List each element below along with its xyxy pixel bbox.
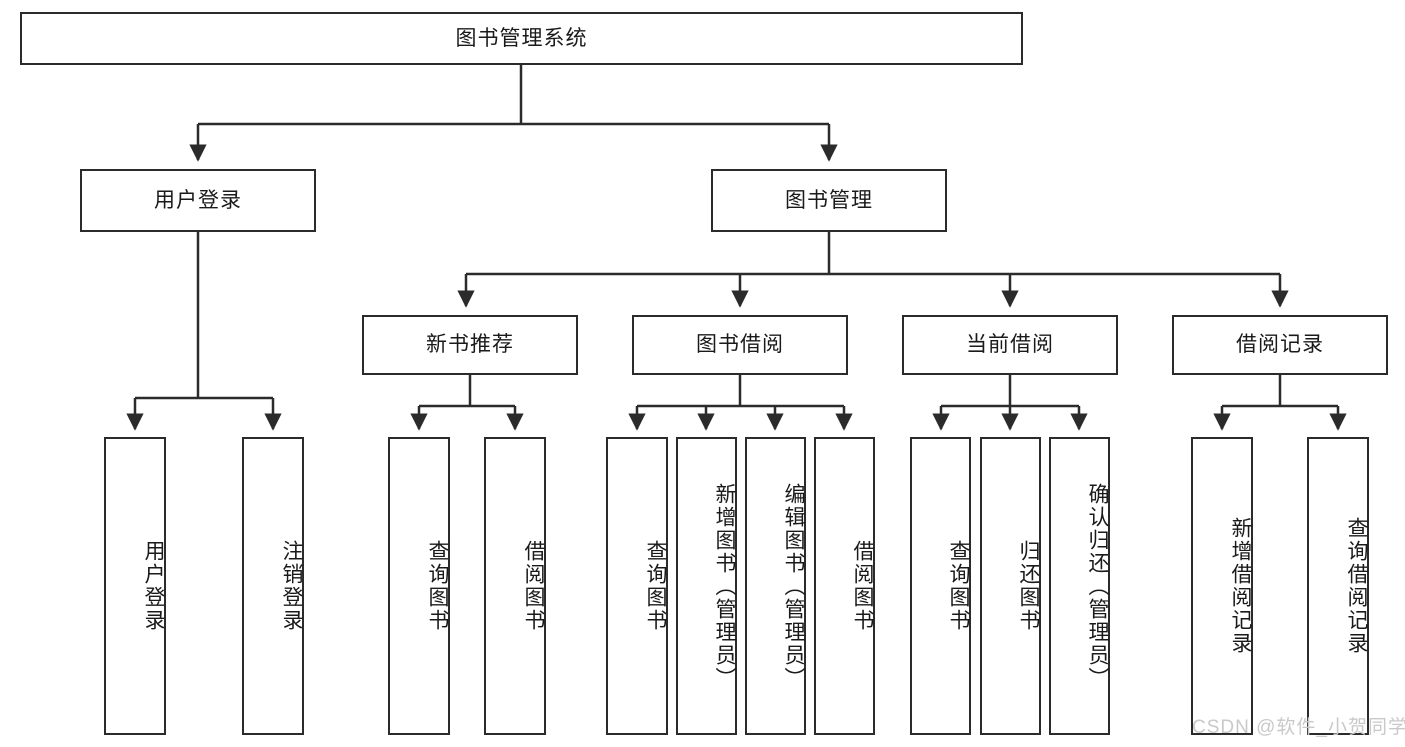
node-book-manage[interactable]: 图书管理 [711, 169, 947, 232]
node-leaf-query-book-2-label: 查询图书 [644, 540, 667, 632]
node-borrow-record-label: 借阅记录 [1236, 333, 1324, 357]
node-leaf-user-logout[interactable]: 注销登录 [242, 437, 304, 735]
node-new-book-rec-label: 新书推荐 [426, 333, 514, 357]
node-leaf-query-record[interactable]: 查询借阅记录 [1307, 437, 1369, 735]
node-leaf-user-logout-label: 注销登录 [280, 540, 303, 632]
node-leaf-add-record-label: 新增借阅记录 [1229, 517, 1252, 655]
node-book-borrow[interactable]: 图书借阅 [632, 315, 848, 375]
node-leaf-add-record[interactable]: 新增借阅记录 [1191, 437, 1253, 735]
node-leaf-user-login[interactable]: 用户登录 [104, 437, 166, 735]
node-current-borrow[interactable]: 当前借阅 [902, 315, 1118, 375]
node-book-borrow-label: 图书借阅 [696, 333, 784, 357]
node-root[interactable]: 图书管理系统 [20, 12, 1023, 65]
node-leaf-borrow-book-2-label: 借阅图书 [851, 540, 874, 632]
node-leaf-edit-book[interactable]: 编辑图书（管理员） [745, 437, 806, 735]
node-borrow-record[interactable]: 借阅记录 [1172, 315, 1388, 375]
node-leaf-add-book[interactable]: 新增图书（管理员） [676, 437, 737, 735]
node-leaf-query-record-label: 查询借阅记录 [1345, 517, 1368, 655]
node-leaf-edit-book-label: 编辑图书（管理员） [782, 482, 805, 690]
node-leaf-confirm-return[interactable]: 确认归还（管理员） [1049, 437, 1110, 735]
csdn-watermark: CSDN @软件_小贺同学 [1192, 717, 1405, 738]
node-book-manage-label: 图书管理 [785, 188, 873, 212]
node-leaf-query-book-3[interactable]: 查询图书 [910, 437, 971, 735]
node-leaf-confirm-return-label: 确认归还（管理员） [1086, 482, 1109, 690]
node-leaf-return-book-label: 归还图书 [1017, 540, 1040, 632]
node-root-label: 图书管理系统 [455, 26, 588, 50]
node-leaf-borrow-book-1-label: 借阅图书 [522, 540, 545, 632]
node-leaf-add-book-label: 新增图书（管理员） [713, 482, 736, 690]
node-leaf-query-book-1[interactable]: 查询图书 [388, 437, 450, 735]
node-leaf-query-book-3-label: 查询图书 [947, 540, 970, 632]
node-current-borrow-label: 当前借阅 [966, 333, 1054, 357]
node-new-book-rec[interactable]: 新书推荐 [362, 315, 578, 375]
node-user-login-label: 用户登录 [154, 188, 242, 212]
node-leaf-query-book-2[interactable]: 查询图书 [606, 437, 668, 735]
node-leaf-borrow-book-1[interactable]: 借阅图书 [484, 437, 546, 735]
node-leaf-borrow-book-2[interactable]: 借阅图书 [814, 437, 875, 735]
node-user-login[interactable]: 用户登录 [80, 169, 316, 232]
node-leaf-query-book-1-label: 查询图书 [426, 540, 449, 632]
node-leaf-user-login-label: 用户登录 [142, 540, 165, 632]
node-leaf-return-book[interactable]: 归还图书 [980, 437, 1041, 735]
